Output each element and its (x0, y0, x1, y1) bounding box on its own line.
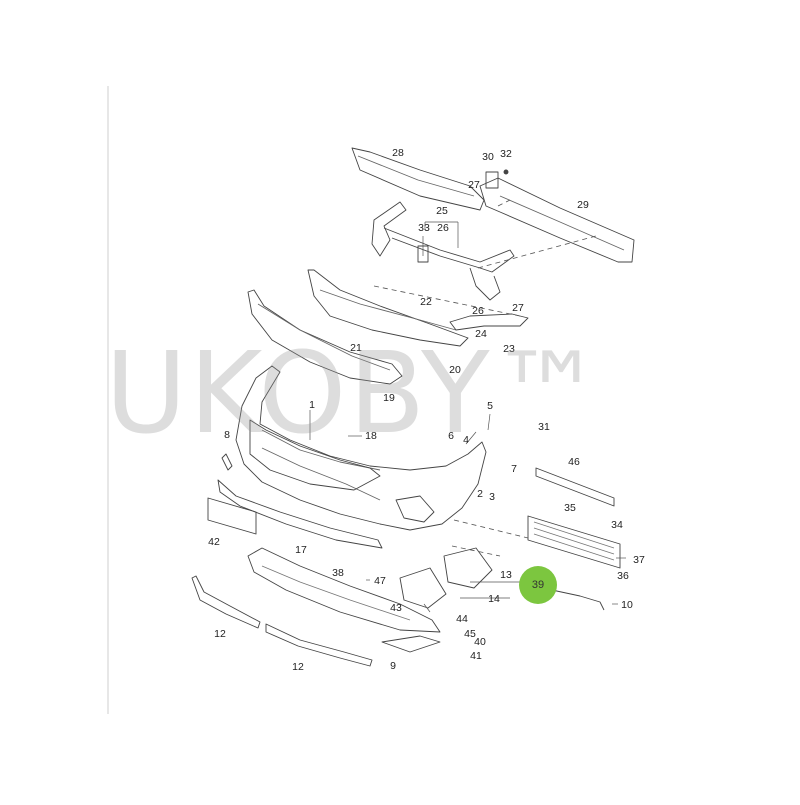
callout-9: 9 (390, 659, 396, 672)
callout-26a: 26 (437, 221, 449, 234)
part-8-clip (221, 453, 233, 471)
part-20-absorber (307, 269, 469, 347)
callout-34: 34 (611, 518, 623, 531)
callout-27a: 27 (468, 178, 480, 191)
highlight-label: 39 (531, 579, 545, 591)
callout-14: 14 (488, 592, 500, 605)
callout-3: 3 (489, 490, 495, 503)
callout-33: 33 (418, 221, 430, 234)
callout-41: 41 (470, 649, 482, 662)
callout-1: 1 (309, 398, 315, 411)
callout-6: 6 (448, 429, 454, 442)
part-19-lower-absorber (247, 289, 403, 385)
callout-43: 43 (390, 601, 402, 614)
part-1-bumper-cover (235, 365, 487, 531)
watermark: UKOBY™ (105, 329, 606, 459)
callout-36: 36 (617, 569, 629, 582)
callout-24: 24 (475, 327, 487, 340)
callout-25: 25 (436, 204, 448, 217)
callout-18: 18 (365, 429, 377, 442)
part-13-bezel (443, 547, 493, 589)
callout-44: 44 (456, 612, 468, 625)
callout-8: 8 (224, 428, 230, 441)
callout-42: 42 (208, 535, 220, 548)
callout-2: 2 (477, 487, 483, 500)
callout-30: 30 (482, 150, 494, 163)
part-12-left-skirt (191, 575, 261, 629)
callout-31: 31 (538, 420, 550, 433)
callout-45: 45 (464, 627, 476, 640)
grille-opening (249, 419, 381, 491)
part-10-sensor-wire (551, 589, 605, 611)
part-42-plate (207, 497, 257, 535)
callout-22: 22 (420, 295, 432, 308)
part-14-bezel (399, 567, 447, 609)
callout-21: 21 (350, 341, 362, 354)
part-30-bracket (485, 171, 499, 189)
part-23-side-bracket (449, 313, 529, 331)
callout-29: 29 (577, 198, 589, 211)
part-46-strip (535, 467, 615, 507)
callout-5: 5 (487, 399, 493, 412)
part-35-shutter (527, 515, 621, 569)
part-40-lower-piece (381, 635, 441, 653)
callout-28: 28 (392, 146, 404, 159)
part-29-impact-beam (479, 177, 635, 263)
fog-opening (395, 495, 435, 523)
callout-40: 40 (474, 635, 486, 648)
callout-46: 46 (568, 455, 580, 468)
callout-19: 19 (383, 391, 395, 404)
part-17-lower-lip (217, 479, 383, 549)
callout-37: 37 (633, 553, 645, 566)
part-38-splash (247, 547, 441, 633)
callout-32: 32 (500, 147, 512, 160)
callout-20: 20 (449, 363, 461, 376)
callout-26b: 26 (472, 304, 484, 317)
part-28-upper-bar (351, 147, 485, 211)
callout-35: 35 (564, 501, 576, 514)
callout-23: 23 (503, 342, 515, 355)
callout-4: 4 (463, 433, 469, 446)
part-25-carrier (371, 201, 407, 257)
callout-10: 10 (621, 598, 633, 611)
callout-17: 17 (295, 543, 307, 556)
callout-27b: 27 (512, 301, 524, 314)
part-12-right-skirt (265, 623, 373, 667)
callout-12b: 12 (292, 660, 304, 673)
callout-13: 13 (500, 568, 512, 581)
callout-12a: 12 (214, 627, 226, 640)
callout-7: 7 (511, 462, 517, 475)
callout-47: 47 (374, 574, 386, 587)
highlight-marker[interactable]: 39 (519, 566, 557, 604)
callout-38: 38 (332, 566, 344, 579)
